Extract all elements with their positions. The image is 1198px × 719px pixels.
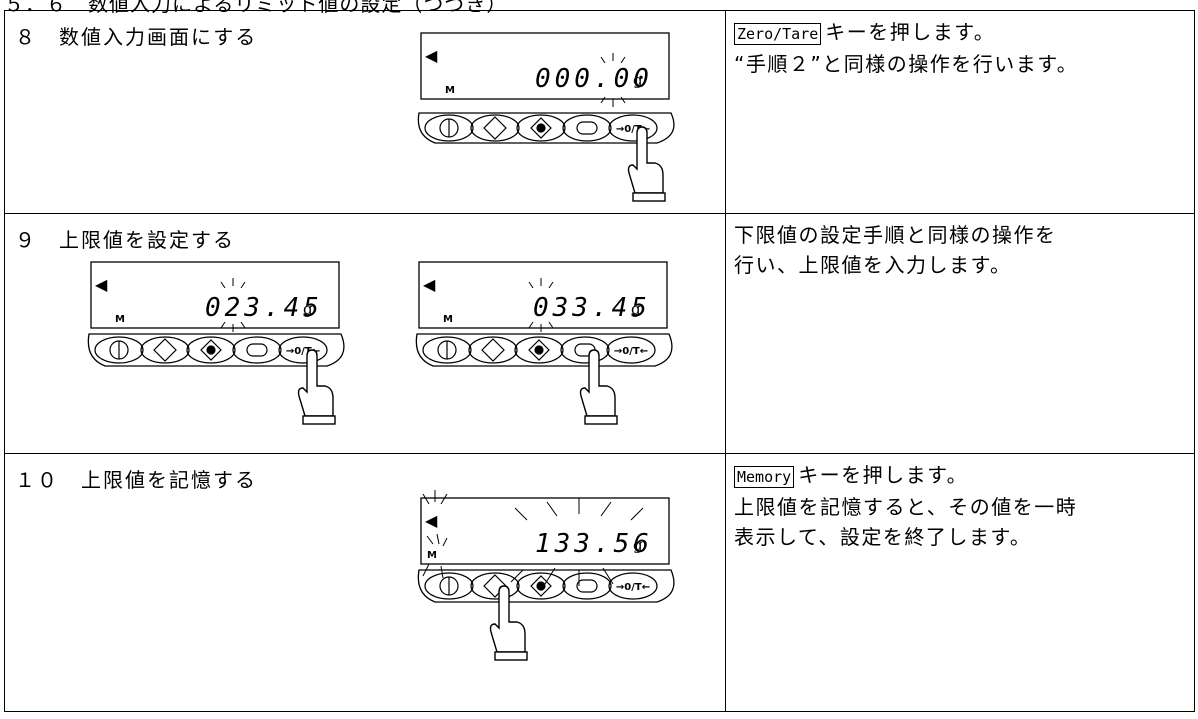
lcd-digits: 033.45 xyxy=(533,293,651,323)
zero-tare-key-label: →0/T← xyxy=(616,582,650,593)
lcd-unit: g xyxy=(633,71,643,89)
pressing-hand-icon xyxy=(579,349,618,425)
keypad xyxy=(94,336,328,364)
desc-line: 行い、上限値を入力します。 xyxy=(734,253,1012,277)
memory-key: Memory xyxy=(734,466,795,488)
lcd-arrow-icon: ◀ xyxy=(95,275,108,294)
page-header: ５．６ 数値入力によるリミット値の設定（つづき） xyxy=(4,0,508,16)
blink-marks xyxy=(600,53,626,107)
pressing-hand-icon xyxy=(297,349,336,425)
pressing-hand-icon xyxy=(627,126,666,202)
desc-line: キーを押します。 xyxy=(798,463,969,487)
blink-marks xyxy=(422,490,644,586)
desc-line: “手順２”と同様の操作を行います。 xyxy=(734,52,1079,76)
lcd-frame xyxy=(420,32,670,100)
desc-line: キーを押します。 xyxy=(825,20,996,44)
balance-display-step9-b: ◀ M 033.45 g → xyxy=(413,261,693,442)
lcd-unit: g xyxy=(633,536,643,554)
lcd-arrow-icon: ◀ xyxy=(425,46,438,65)
keypad xyxy=(424,572,658,600)
step-8-cell: ８ 数値入力画面にする ◀ M 000.00 g xyxy=(4,10,726,214)
zero-tare-key-label: →0/T← xyxy=(616,124,650,135)
keypad xyxy=(424,114,658,142)
step-9-title: ９ 上限値を設定する xyxy=(15,228,235,252)
step-9-desc: 下限値の設定手順と同様の操作を 行い、上限値を入力します。 xyxy=(725,213,1195,454)
lcd-mode-indicator: M xyxy=(427,550,437,561)
lcd-digits: 133.56 xyxy=(535,529,653,559)
zero-tare-key: Zero/Tare xyxy=(734,23,822,45)
keypad-frame xyxy=(417,112,675,144)
lcd-mode-indicator: M xyxy=(115,314,125,325)
lcd-mode-indicator: M xyxy=(443,314,453,325)
lcd-mode-indicator: M xyxy=(445,85,455,96)
lcd-digits: 000.00 xyxy=(535,64,653,94)
step-10-title: １０ 上限値を記憶する xyxy=(15,468,257,492)
zero-tare-key-label: →0/T← xyxy=(614,346,648,357)
step-10-cell: １０ 上限値を記憶する ◀ M 133.56 g xyxy=(4,453,726,712)
lcd-arrow-icon: ◀ xyxy=(425,511,438,530)
step-8-title: ８ 数値入力画面にする xyxy=(15,25,258,49)
step-9-cell: ９ 上限値を設定する ◀ M 023.45 g xyxy=(4,213,726,454)
blink-marks xyxy=(528,278,554,332)
steps-table: ８ 数値入力画面にする ◀ M 000.00 g xyxy=(4,10,1195,712)
pressing-hand-icon xyxy=(489,585,528,661)
balance-display-step9-a: ◀ M 023.45 g → xyxy=(85,261,365,442)
blink-marks xyxy=(220,278,246,332)
desc-line: 表示して、設定を終了します。 xyxy=(734,525,1032,549)
balance-display-step10: ◀ M 133.56 g xyxy=(415,490,695,680)
lcd-digits: 023.45 xyxy=(205,293,323,323)
lcd-arrow-icon: ◀ xyxy=(423,275,436,294)
zero-tare-key-label: →0/T← xyxy=(286,346,320,357)
desc-line: 下限値の設定手順と同様の操作を xyxy=(734,223,1057,247)
lcd-unit: g xyxy=(303,300,313,318)
keypad xyxy=(422,336,656,364)
lcd-unit: g xyxy=(631,300,641,318)
balance-display-step8: ◀ M 000.00 g → xyxy=(415,32,695,203)
desc-line: 上限値を記憶すると、その値を一時 xyxy=(734,495,1078,519)
